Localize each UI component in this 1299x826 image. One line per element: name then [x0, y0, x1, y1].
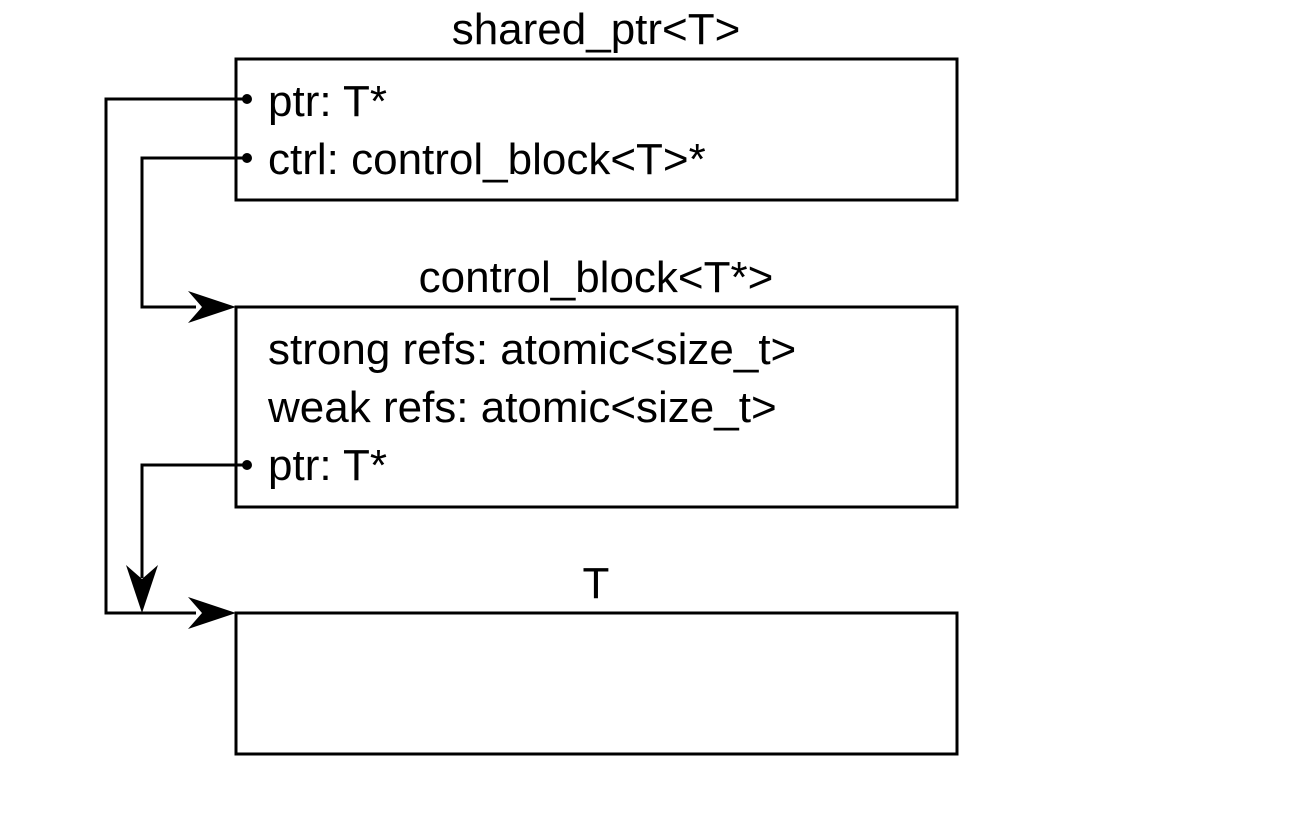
edge-shared-ptr-ptr-to-target: [104, 94, 252, 629]
target-title: T: [583, 559, 610, 608]
shared-ptr-box: [234, 57, 959, 202]
shared-ptr-field-ctrl: ctrl: control_block<T>*: [268, 135, 706, 184]
edge-line: [140, 156, 247, 309]
control-block-field-strong-refs: strong refs: atomic<size_t>: [268, 325, 796, 374]
edge-control-block-ptr-to-target: [126, 460, 252, 613]
arrow-down-icon: [126, 565, 158, 613]
arrow-right-icon: [188, 597, 236, 629]
arrow-right-icon: [188, 291, 236, 323]
edge-line: [104, 97, 247, 615]
shared-ptr-node: shared_ptr<T> ptr: T* ctrl: control_bloc…: [234, 5, 959, 202]
control-block-node: control_block<T*> strong refs: atomic<si…: [234, 253, 959, 509]
control-block-field-weak-refs: weak refs: atomic<size_t>: [267, 383, 777, 432]
target-node: T: [234, 559, 959, 756]
control-block-field-ptr: ptr: T*: [268, 441, 387, 490]
control-block-box: [234, 305, 959, 509]
control-block-title: control_block<T*>: [419, 253, 774, 302]
edge-shared-ptr-ctrl-to-control-block: [140, 153, 252, 323]
shared-ptr-title: shared_ptr<T>: [452, 5, 741, 54]
edge-line: [140, 463, 247, 578]
shared-ptr-field-ptr: ptr: T*: [268, 77, 387, 126]
target-box: [234, 611, 959, 756]
